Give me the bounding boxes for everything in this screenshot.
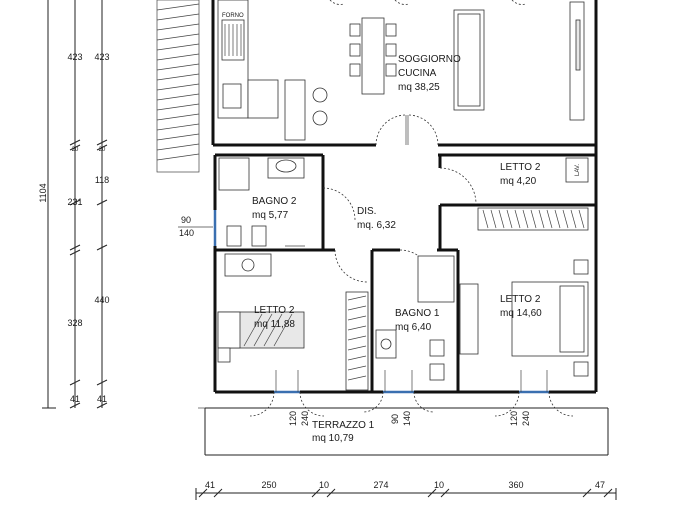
small-bedroom-fixtures xyxy=(477,157,589,231)
dim-door3-b: 240 xyxy=(521,411,531,426)
dim-left2-a: 423 xyxy=(94,52,109,62)
dim-bottom-2: 250 xyxy=(261,480,276,490)
dim-total-height: 1104 xyxy=(38,183,48,202)
letto2-left-area: mq 11,88 xyxy=(254,319,295,330)
bagno1-area: mq 6,40 xyxy=(395,322,432,333)
soggiorno-name1: SOGGIORNO xyxy=(398,54,461,65)
bathroom1-fixtures xyxy=(375,255,455,381)
dim-left1-a: 423 xyxy=(67,52,82,62)
windows xyxy=(213,210,549,394)
dim-bottom-5: 10 xyxy=(434,480,444,490)
dim-bottom-3: 10 xyxy=(319,480,329,490)
dim-door1-a: 120 xyxy=(288,411,298,426)
dim-window-left-a: 90 xyxy=(181,215,191,225)
dim-left1-c: 328 xyxy=(67,318,82,328)
dis-area: mq. 6,32 xyxy=(357,220,396,231)
kitchen-furniture xyxy=(217,0,585,141)
dim-left2-d: 41 xyxy=(97,394,107,404)
letto2-left-name: LETTO 2 xyxy=(254,305,295,316)
dim-door2-b: 140 xyxy=(402,411,412,426)
dim-bottom-7: 47 xyxy=(595,480,605,490)
terrazzo-area: mq 10,79 xyxy=(312,433,354,444)
dim-left1-d: 41 xyxy=(70,394,80,404)
bathroom2-fixtures xyxy=(218,157,305,247)
dim-bottom-6: 360 xyxy=(508,480,523,490)
terrazzo-name: TERRAZZO 1 xyxy=(312,420,375,431)
staircase xyxy=(156,0,200,173)
door-swings xyxy=(249,114,574,417)
left-dimension-lines xyxy=(42,0,108,409)
bagno2-name: BAGNO 2 xyxy=(252,196,297,207)
letto2-right-area: mq 14,60 xyxy=(500,308,542,319)
soggiorno-area: mq 38,25 xyxy=(398,82,440,93)
forno-label: FORNO xyxy=(222,13,244,19)
dim-bottom-4: 274 xyxy=(373,480,388,490)
terrace xyxy=(198,407,609,456)
room-labels: SOGGIORNO CUCINA mq 38,25 LETTO 2 mq 4,2… xyxy=(252,54,542,444)
dim-wall-mark-1: 20 xyxy=(72,147,79,153)
bagno1-name: BAGNO 1 xyxy=(395,308,440,319)
dim-left2-b: 118 xyxy=(95,175,109,185)
letto2-right-name: LETTO 2 xyxy=(500,294,541,305)
dim-window-left-b: 140 xyxy=(179,228,194,238)
soggiorno-name2: CUCINA xyxy=(398,68,437,79)
dim-door1-b: 240 xyxy=(300,411,310,426)
bottom-dimension-line xyxy=(195,488,617,500)
dim-door3-a: 120 xyxy=(509,411,519,426)
dim-door2-a: 90 xyxy=(390,414,400,424)
left-bedroom-furniture xyxy=(217,253,369,391)
letto2-small-area: mq 4,20 xyxy=(500,176,537,187)
lav-label: LAV. xyxy=(575,164,581,176)
right-bedroom-furniture xyxy=(459,259,589,377)
dim-bottom-1: 41 xyxy=(205,480,215,490)
walls xyxy=(211,0,598,394)
dis-name: DIS. xyxy=(357,206,376,217)
dim-left1-b: 231 xyxy=(67,197,82,207)
letto2-small-name: LETTO 2 xyxy=(500,162,541,173)
dim-left2-c: 440 xyxy=(94,295,109,305)
bagno2-area: mq 5,77 xyxy=(252,210,289,221)
dim-wall-mark-2: 20 xyxy=(99,147,106,153)
